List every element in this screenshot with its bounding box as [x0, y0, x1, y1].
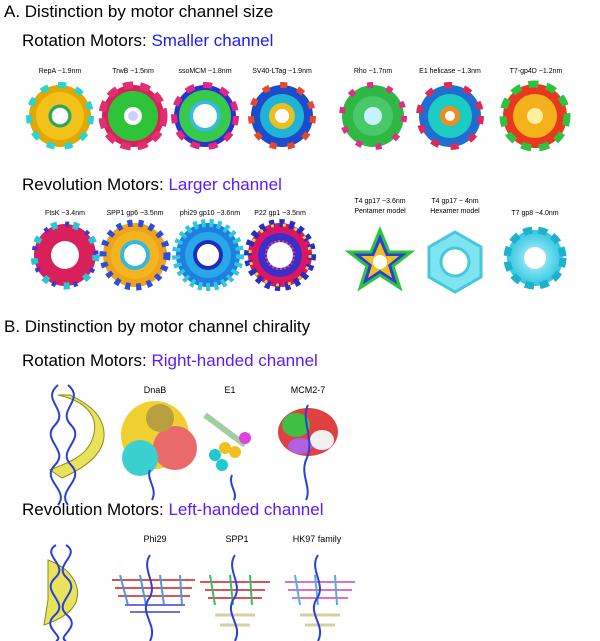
right-handed-channel-schematic — [49, 384, 105, 506]
label-hexamer-model: Hexamer model — [430, 208, 480, 215]
t4-hexamer-structure — [427, 230, 483, 294]
label-rho: Rho ~1.7nm — [353, 68, 393, 75]
rotation-motors-heading-a: Rotation Motors: Smaller channel — [22, 31, 273, 51]
sv40-structure — [248, 82, 316, 150]
label-sv40: SV40-LTag ~1.9nm — [252, 68, 312, 75]
label-phi29gp10: phi29 gp10 ~3.6nm — [179, 210, 241, 217]
rotation-motors-heading-b: Rotation Motors: Right-handed channel — [22, 351, 318, 371]
mcm27-structure — [278, 404, 338, 501]
t7gp8-structure — [503, 226, 567, 290]
label-spp1: SPP1 — [225, 534, 249, 544]
label-mcm: MCM2-7 — [290, 385, 326, 395]
trwb-structure — [98, 81, 168, 151]
label-pentamer-model: Pentamer model — [354, 208, 406, 215]
label-p22gp1: P22 gp1 ~3.5nm — [254, 210, 306, 217]
left-handed-channel-schematic — [43, 544, 78, 641]
label-t4gp17-hex: T4 gp17 ~ 4nm — [431, 198, 479, 205]
label-phi29: Phi29 — [143, 534, 167, 544]
revolution-highlight-b: Left-handed channel — [168, 500, 324, 519]
revolution-highlight: Larger channel — [168, 175, 282, 194]
label-ftsk: FtsK ~3.4nm — [45, 210, 85, 217]
label-e1: E1 helicase ~1.3nm — [419, 68, 481, 75]
section-b-title: B. Dinstinction by motor channel chirali… — [4, 317, 311, 336]
dnab-structure — [121, 401, 197, 501]
e1-helicase-structure — [416, 82, 484, 150]
hk97-connector-structure — [285, 554, 355, 641]
spp1gp6-structure — [99, 219, 171, 291]
label-t4gp17-pent: T4 gp17 ~3.6nm — [354, 198, 406, 205]
revolution-prefix-b: Revolution Motors: — [22, 500, 169, 519]
repa-structure — [26, 82, 94, 150]
revolution-motors-heading-b: Revolution Motors: Left-handed channel — [22, 500, 323, 520]
phi29-connector-structure — [112, 554, 195, 641]
ftsk-structure — [30, 220, 100, 290]
label-dnab: DnaB — [143, 385, 167, 395]
e1-chirality-structure — [203, 412, 251, 501]
spp1-connector-structure — [200, 554, 270, 641]
rotation-prefix-b: Rotation Motors: — [22, 351, 152, 370]
section-a-title: A. Distinction by motor channel size — [4, 2, 274, 21]
t7gp4d-structure — [499, 80, 571, 152]
label-ssomcm: ssoMCM ~1.8nm — [178, 68, 232, 75]
label-trwb: TrwB ~1.5nm — [112, 68, 154, 75]
p22gp1-structure — [244, 219, 316, 291]
label-repa: RepA ~1.9nm — [38, 68, 82, 75]
label-spp1gp6: SPP1 gp6 ~3.5nm — [106, 210, 164, 217]
revolution-prefix: Revolution Motors: — [22, 175, 169, 194]
rotation-highlight-b: Right-handed channel — [151, 351, 318, 370]
label-t7gp4d: T7-gp4D ~1.2nm — [509, 68, 563, 75]
ssomcm-structure — [171, 82, 239, 150]
t4-pentamer-structure — [344, 226, 416, 292]
rotation-highlight: Smaller channel — [151, 31, 274, 50]
rho-structure — [339, 82, 407, 150]
label-t7gp8: T7 gp8 ~4.0nm — [511, 210, 559, 217]
phi29gp10-structure — [172, 219, 244, 291]
label-e1-b: E1 — [224, 385, 236, 395]
revolution-motors-heading-a: Revolution Motors: Larger channel — [22, 175, 282, 195]
label-hk97: HK97 family — [292, 534, 342, 544]
rotation-prefix: Rotation Motors: — [22, 31, 152, 50]
